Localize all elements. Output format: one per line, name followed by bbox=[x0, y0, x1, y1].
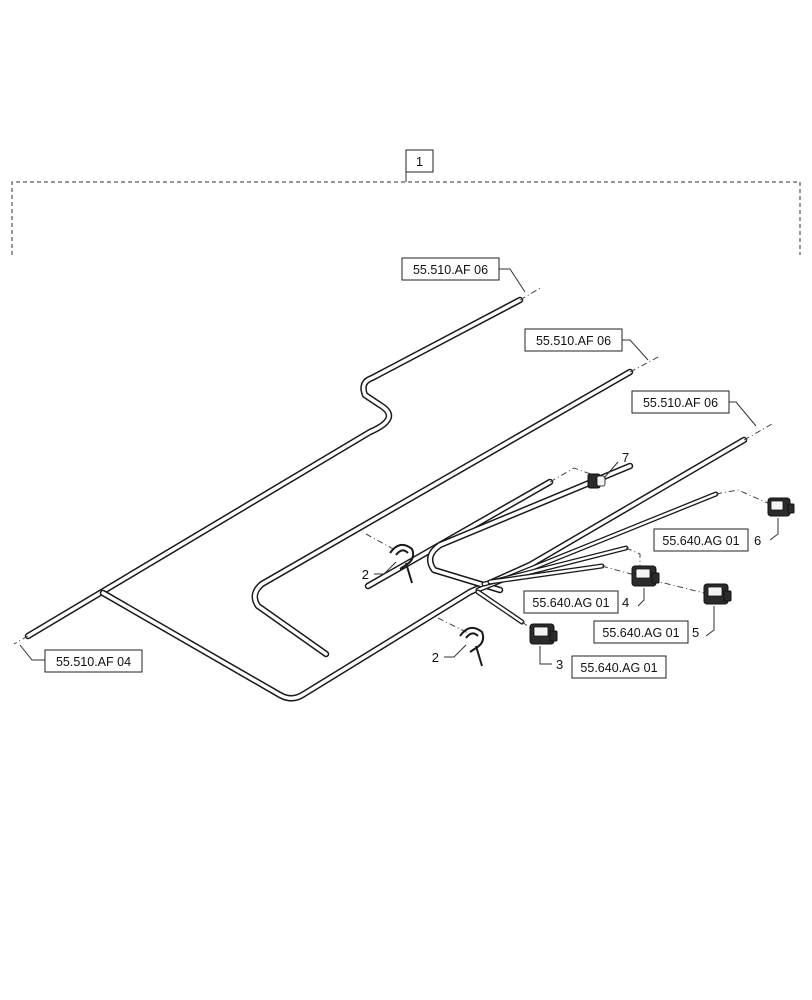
item-1-label: 1 bbox=[416, 154, 423, 169]
svg-text:3: 3 bbox=[556, 657, 563, 672]
harness-main-branch bbox=[24, 296, 524, 640]
svg-text:7: 7 bbox=[622, 450, 629, 465]
callout-item5: 5 bbox=[692, 606, 715, 640]
svg-text:55.640.AG 01: 55.640.AG 01 bbox=[602, 626, 679, 640]
plug-item7 bbox=[587, 473, 606, 489]
svg-text:6: 6 bbox=[754, 533, 761, 548]
harness-loop-branch bbox=[251, 368, 634, 658]
ref-af06-top: 55.510.AF 06 bbox=[401, 257, 526, 293]
svg-text:55.640.AG 01: 55.640.AG 01 bbox=[580, 661, 657, 675]
svg-text:55.510.AF 06: 55.510.AF 06 bbox=[413, 263, 488, 277]
connector-item5 bbox=[703, 583, 732, 605]
svg-text:5: 5 bbox=[692, 625, 699, 640]
harness-cross-branch bbox=[99, 436, 748, 702]
ref-af06-right: 55.510.AF 06 bbox=[631, 390, 757, 427]
connector-item3 bbox=[529, 623, 558, 645]
svg-text:55.510.AF 04: 55.510.AF 04 bbox=[56, 655, 131, 669]
callout-item4: 4 bbox=[622, 588, 645, 610]
ref-ag01-item5: 55.640.AG 01 bbox=[593, 620, 689, 644]
svg-text:55.640.AG 01: 55.640.AG 01 bbox=[532, 596, 609, 610]
ref-af04-left: 55.510.AF 04 bbox=[19, 644, 143, 673]
ref-af06-mid: 55.510.AF 06 bbox=[524, 328, 649, 361]
ref-ag01-item6: 55.640.AG 01 bbox=[653, 528, 749, 552]
clip-item2-lower bbox=[459, 626, 485, 667]
connector-item4 bbox=[631, 565, 660, 587]
callout-item2-upper: 2 bbox=[362, 561, 397, 582]
svg-text:2: 2 bbox=[362, 567, 369, 582]
callout-item3: 3 bbox=[539, 646, 563, 672]
svg-text:55.510.AF 06: 55.510.AF 06 bbox=[643, 396, 718, 410]
svg-text:55.640.AG 01: 55.640.AG 01 bbox=[662, 534, 739, 548]
assembly-bracket: 1 bbox=[11, 149, 801, 255]
ref-ag01-item4: 55.640.AG 01 bbox=[523, 590, 619, 614]
continuation-lines bbox=[13, 286, 773, 645]
clip-item2-upper bbox=[389, 543, 415, 584]
svg-text:55.510.AF 06: 55.510.AF 06 bbox=[536, 334, 611, 348]
harness-connector-branch bbox=[364, 462, 634, 594]
callout-item6: 6 bbox=[754, 518, 779, 548]
svg-text:2: 2 bbox=[432, 650, 439, 665]
ref-ag01-item3: 55.640.AG 01 bbox=[571, 655, 667, 679]
svg-text:4: 4 bbox=[622, 595, 629, 610]
callout-item7: 7 bbox=[603, 450, 629, 479]
callout-item2-lower: 2 bbox=[432, 644, 467, 665]
connector-item6 bbox=[767, 497, 795, 517]
harness-fan-wires bbox=[475, 491, 719, 625]
